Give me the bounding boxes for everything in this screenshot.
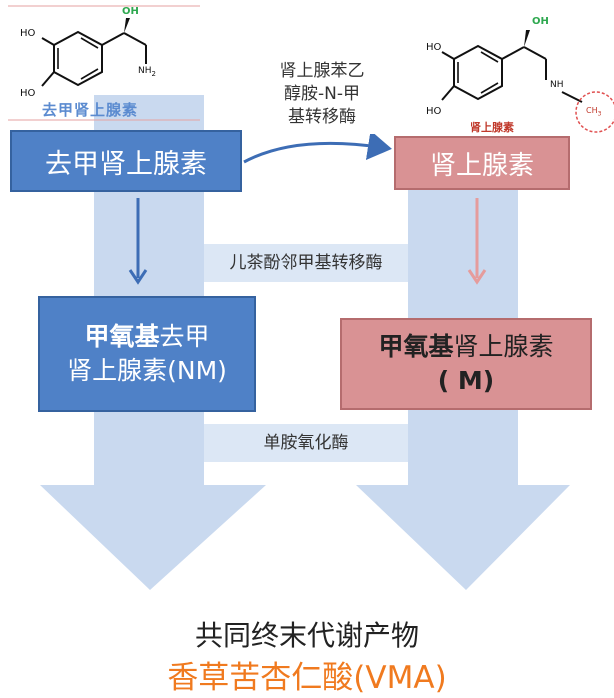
comt-label: 儿茶酚邻甲基转移酶: [229, 253, 383, 273]
left-oh-label: OH: [122, 6, 139, 17]
right-down-arrow: [467, 198, 487, 285]
right-nh-label: NH: [550, 80, 564, 90]
epinephrine-box: 肾上腺素: [394, 136, 570, 190]
footer-line1: 共同终末代谢产物: [194, 619, 419, 652]
right-ho-label-2: HO: [426, 106, 442, 117]
norepinephrine-label: 去甲肾上腺素: [45, 148, 207, 180]
footer-line2: 香草苦杏仁酸(VMA): [167, 660, 447, 696]
comt-band: [204, 244, 408, 282]
metanephrine-box: 甲氧基肾上腺素 ( M): [340, 318, 592, 410]
epinephrine-label: 肾上腺素: [429, 150, 534, 181]
mao-band: [204, 424, 408, 462]
right-ch3-label: CH3: [586, 106, 602, 118]
right-ho-label-1: HO: [426, 42, 442, 53]
right-molecule-name: 肾上腺素: [470, 121, 514, 134]
m-bold-prefix: 甲氧基: [378, 332, 454, 361]
left-ho-label-1: HO: [20, 28, 36, 39]
left-ho-label-2: HO: [20, 88, 36, 99]
left-molecule-name: 去甲肾上腺素: [42, 101, 139, 119]
nm-bold-prefix: 甲氧基: [84, 322, 160, 351]
pnmt-label: 肾上腺苯乙 醇胺-N-甲 基转移酶: [279, 61, 365, 127]
m-rest: 肾上腺素: [453, 332, 554, 361]
norepinephrine-structure: [41, 18, 147, 87]
left-nh2-label: NH2: [138, 66, 156, 78]
mao-label: 单胺氧化酶: [263, 433, 349, 453]
left-down-arrow: [128, 198, 148, 285]
pnmt-arrow: [243, 134, 392, 164]
epinephrine-structure: [441, 30, 614, 133]
norepinephrine-box: 去甲肾上腺素: [10, 130, 242, 192]
m-line2: ( M): [437, 366, 495, 395]
nm-line2: 肾上腺素(NM): [67, 356, 227, 385]
right-oh-label: OH: [532, 16, 549, 27]
nm-rest: 去甲: [159, 322, 210, 351]
normetanephrine-box: 甲氧基去甲 肾上腺素(NM): [38, 296, 256, 412]
